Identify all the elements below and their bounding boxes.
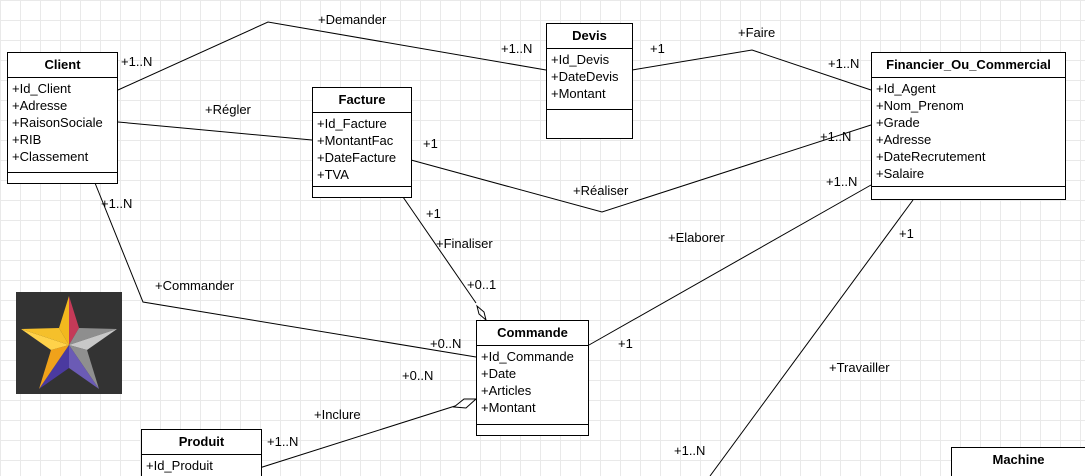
edge-inclure[interactable]	[233, 405, 456, 476]
edge-travailler[interactable]	[709, 199, 914, 476]
multiplicity-client-demander: +1..N	[121, 54, 153, 69]
class-devis-operations	[547, 109, 632, 138]
edge-demander[interactable]	[117, 21, 547, 91]
attribute: +Grade	[876, 115, 920, 130]
label-inclure: +Inclure	[314, 407, 361, 422]
label-demander: +Demander	[318, 12, 387, 27]
multiplicity-financier-faire: +1..N	[828, 56, 860, 71]
multiplicity-commande-finaliser: +0..1	[467, 277, 497, 292]
label-commander: +Commander	[155, 278, 235, 293]
attribute: +RaisonSociale	[12, 115, 103, 130]
multiplicity-commande-inclure: +0..N	[402, 368, 434, 383]
attribute: +Id_Devis	[551, 52, 610, 67]
star-icon	[21, 296, 117, 389]
label-finaliser: +Finaliser	[436, 236, 493, 251]
class-financier-operations	[872, 186, 1065, 199]
attribute: +RIB	[12, 132, 42, 147]
edge-faire[interactable]	[631, 49, 872, 91]
class-client-title: Client	[8, 53, 117, 78]
attribute: +MontantFac	[317, 133, 394, 148]
multiplicity-facture-finaliser: +1	[426, 206, 441, 221]
class-produit-title: Produit	[142, 430, 261, 455]
class-commande-title: Commande	[477, 321, 588, 346]
class-produit[interactable]: Produit +Id_Produit	[141, 429, 262, 476]
attribute: +Nom_Prenom	[876, 98, 964, 113]
class-client[interactable]: Client +Id_Client +Adresse +RaisonSocial…	[7, 52, 118, 184]
label-elaborer: +Elaborer	[668, 230, 725, 245]
class-devis-attributes: +Id_Devis +DateDevis +Montant	[547, 49, 632, 102]
multiplicity-financier-elaborer: +1..N	[826, 174, 858, 189]
attribute: +Date	[481, 366, 517, 381]
class-machine[interactable]: Machine	[951, 447, 1085, 476]
class-financier-title: Financier_Ou_Commercial	[872, 53, 1065, 78]
multiplicity-devis-faire: +1	[650, 41, 665, 56]
class-devis-title: Devis	[547, 24, 632, 49]
attribute: +Id_Produit	[146, 458, 213, 473]
class-produit-attributes: +Id_Produit	[142, 455, 261, 474]
class-machine-title: Machine	[992, 452, 1045, 467]
edge-commander[interactable]	[94, 182, 477, 358]
multiplicity-machine-travailler: +1..N	[674, 443, 706, 458]
multiplicity-commande-elaborer: +1	[618, 336, 633, 351]
edge-finaliser[interactable]	[402, 196, 477, 304]
attribute: +TVA	[317, 167, 349, 182]
aggregation-diamond-inclure	[452, 398, 478, 409]
attribute: +Adresse	[12, 98, 68, 113]
multiplicity-facture-realiser: +1	[423, 136, 438, 151]
attribute: +Id_Facture	[317, 116, 387, 131]
class-facture-title: Facture	[313, 88, 411, 113]
class-commande-attributes: +Id_Commande +Date +Articles +Montant	[477, 346, 588, 416]
attribute: +DateFacture	[317, 150, 397, 165]
attribute: +Articles	[481, 383, 532, 398]
label-realiser: +Réaliser	[573, 183, 629, 198]
class-facture[interactable]: Facture +Id_Facture +MontantFac +DateFac…	[312, 87, 412, 198]
star-logo	[16, 292, 122, 394]
attribute: +Id_Agent	[876, 81, 936, 96]
label-travailler: +Travailler	[829, 360, 890, 375]
edge-realiser[interactable]	[410, 124, 872, 213]
label-faire: +Faire	[738, 25, 776, 40]
multiplicity-commande-commander: +0..N	[430, 336, 462, 351]
multiplicity-produit-inclure: +1..N	[267, 434, 299, 449]
class-facture-attributes: +Id_Facture +MontantFac +DateFacture +TV…	[313, 113, 411, 183]
attribute: +Id_Commande	[481, 349, 574, 364]
class-financier-attributes: +Id_Agent +Nom_Prenom +Grade +Adresse +D…	[872, 78, 1065, 182]
class-devis[interactable]: Devis +Id_Devis +DateDevis +Montant	[546, 23, 633, 139]
attribute: +Adresse	[876, 132, 932, 147]
multiplicity-client-commander: +1..N	[101, 196, 133, 211]
multiplicity-financier-travailler: +1	[899, 226, 914, 241]
attribute: +Montant	[481, 400, 536, 415]
attribute: +DateRecrutement	[876, 149, 986, 164]
class-commande-operations	[477, 424, 588, 435]
attribute: +Montant	[551, 86, 606, 101]
attribute: +Classement	[12, 149, 89, 164]
multiplicity-financier-realiser: +1..N	[820, 129, 852, 144]
aggregation-diamond-finaliser	[476, 304, 487, 322]
edge-regler[interactable]	[117, 121, 313, 141]
class-facture-operations	[313, 186, 411, 197]
attribute: +Id_Client	[12, 81, 71, 96]
class-client-attributes: +Id_Client +Adresse +RaisonSociale +RIB …	[8, 78, 117, 165]
class-client-operations	[8, 172, 117, 183]
multiplicity-devis-demander: +1..N	[501, 41, 533, 56]
edge-elaborer[interactable]	[588, 184, 872, 346]
label-regler: +Régler	[205, 102, 251, 117]
attribute: +Salaire	[876, 166, 925, 181]
class-financier-ou-commercial[interactable]: Financier_Ou_Commercial +Id_Agent +Nom_P…	[871, 52, 1066, 200]
class-commande[interactable]: Commande +Id_Commande +Date +Articles +M…	[476, 320, 589, 436]
attribute: +DateDevis	[551, 69, 619, 84]
